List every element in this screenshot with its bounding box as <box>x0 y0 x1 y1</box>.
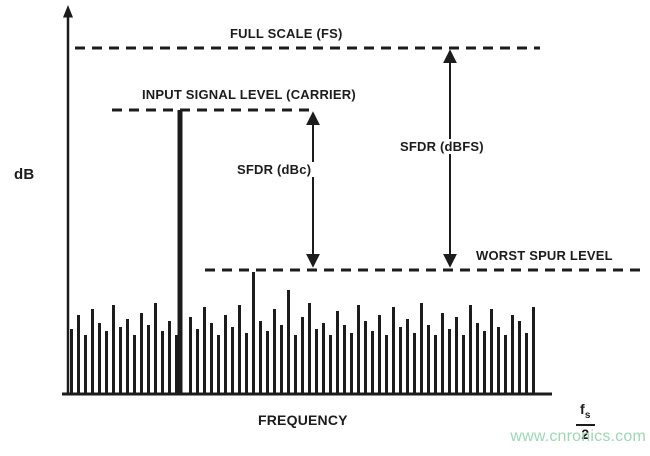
noise-bar <box>518 321 521 393</box>
noise-bar <box>420 303 423 393</box>
sfdr-dbc-label: SFDR (dBc) <box>233 162 316 177</box>
noise-bar <box>147 325 150 393</box>
fs-numerator: fs <box>576 401 595 426</box>
full-scale-label: FULL SCALE (FS) <box>230 26 343 41</box>
noise-bar <box>98 323 101 393</box>
noise-bar <box>273 309 276 393</box>
noise-bar <box>322 323 325 393</box>
carrier-spike <box>177 110 183 393</box>
noise-bar <box>245 333 248 393</box>
noise-bar <box>364 321 367 393</box>
noise-bar <box>196 329 199 393</box>
noise-bar <box>343 325 346 393</box>
noise-bar <box>224 315 227 393</box>
y-axis-label: dB <box>14 166 35 183</box>
noise-bar <box>259 321 262 393</box>
noise-bar <box>287 290 290 393</box>
fs-denominator: 2 <box>581 425 590 442</box>
noise-bar <box>203 307 206 393</box>
noise-bar <box>329 335 332 393</box>
watermark: www.cnronics.com <box>510 428 646 445</box>
noise-bar <box>406 319 409 393</box>
worst-spur-label: WORST SPUR LEVEL <box>476 248 613 263</box>
noise-bar <box>315 329 318 393</box>
noise-bar <box>70 329 73 393</box>
noise-bar <box>168 321 171 393</box>
noise-bar <box>154 303 157 393</box>
noise-bar <box>483 331 486 393</box>
noise-bar <box>448 329 451 393</box>
noise-bar <box>175 335 178 393</box>
noise-bar <box>301 317 304 393</box>
noise-bar <box>532 307 535 393</box>
fs-over-2-label: fs 2 <box>576 401 595 442</box>
noise-bar <box>469 305 472 393</box>
noise-bar <box>238 305 241 393</box>
noise-bar <box>140 313 143 393</box>
noise-bar <box>336 311 339 393</box>
y-axis-arrowhead <box>63 5 73 18</box>
noise-bar <box>217 335 220 393</box>
noise-bar <box>280 325 283 393</box>
noise-bar <box>105 331 108 393</box>
noise-bar <box>490 309 493 393</box>
noise-bar <box>84 335 87 393</box>
noise-bar <box>385 335 388 393</box>
noise-bar <box>252 272 255 393</box>
noise-bar <box>434 335 437 393</box>
noise-bar <box>112 305 115 393</box>
sfdr-dbfs-label: SFDR (dBFS) <box>396 139 488 154</box>
noise-bar <box>462 335 465 393</box>
noise-bar <box>210 323 213 393</box>
noise-bar <box>511 315 514 393</box>
noise-bar <box>119 327 122 393</box>
noise-bar <box>357 305 360 393</box>
noise-bar <box>133 335 136 393</box>
noise-bar <box>189 317 192 393</box>
noise-bar <box>504 335 507 393</box>
noise-bar <box>91 309 94 393</box>
noise-bar <box>497 327 500 393</box>
noise-bar <box>231 327 234 393</box>
noise-bar <box>350 333 353 393</box>
noise-bar <box>77 315 80 393</box>
noise-bar <box>525 333 528 393</box>
noise-bar <box>441 313 444 393</box>
noise-bar <box>266 331 269 393</box>
noise-bar <box>399 327 402 393</box>
noise-bar <box>413 333 416 393</box>
input-signal-label: INPUT SIGNAL LEVEL (CARRIER) <box>142 87 356 102</box>
x-axis-label: FREQUENCY <box>258 412 348 428</box>
noise-bar <box>427 325 430 393</box>
noise-bar <box>476 323 479 393</box>
noise-bar <box>371 331 374 393</box>
noise-bar <box>378 315 381 393</box>
noise-bar <box>392 307 395 393</box>
noise-bar <box>455 317 458 393</box>
noise-bar <box>308 303 311 393</box>
noise-bar <box>294 335 297 393</box>
noise-bar <box>161 331 164 393</box>
noise-bar <box>126 319 129 393</box>
